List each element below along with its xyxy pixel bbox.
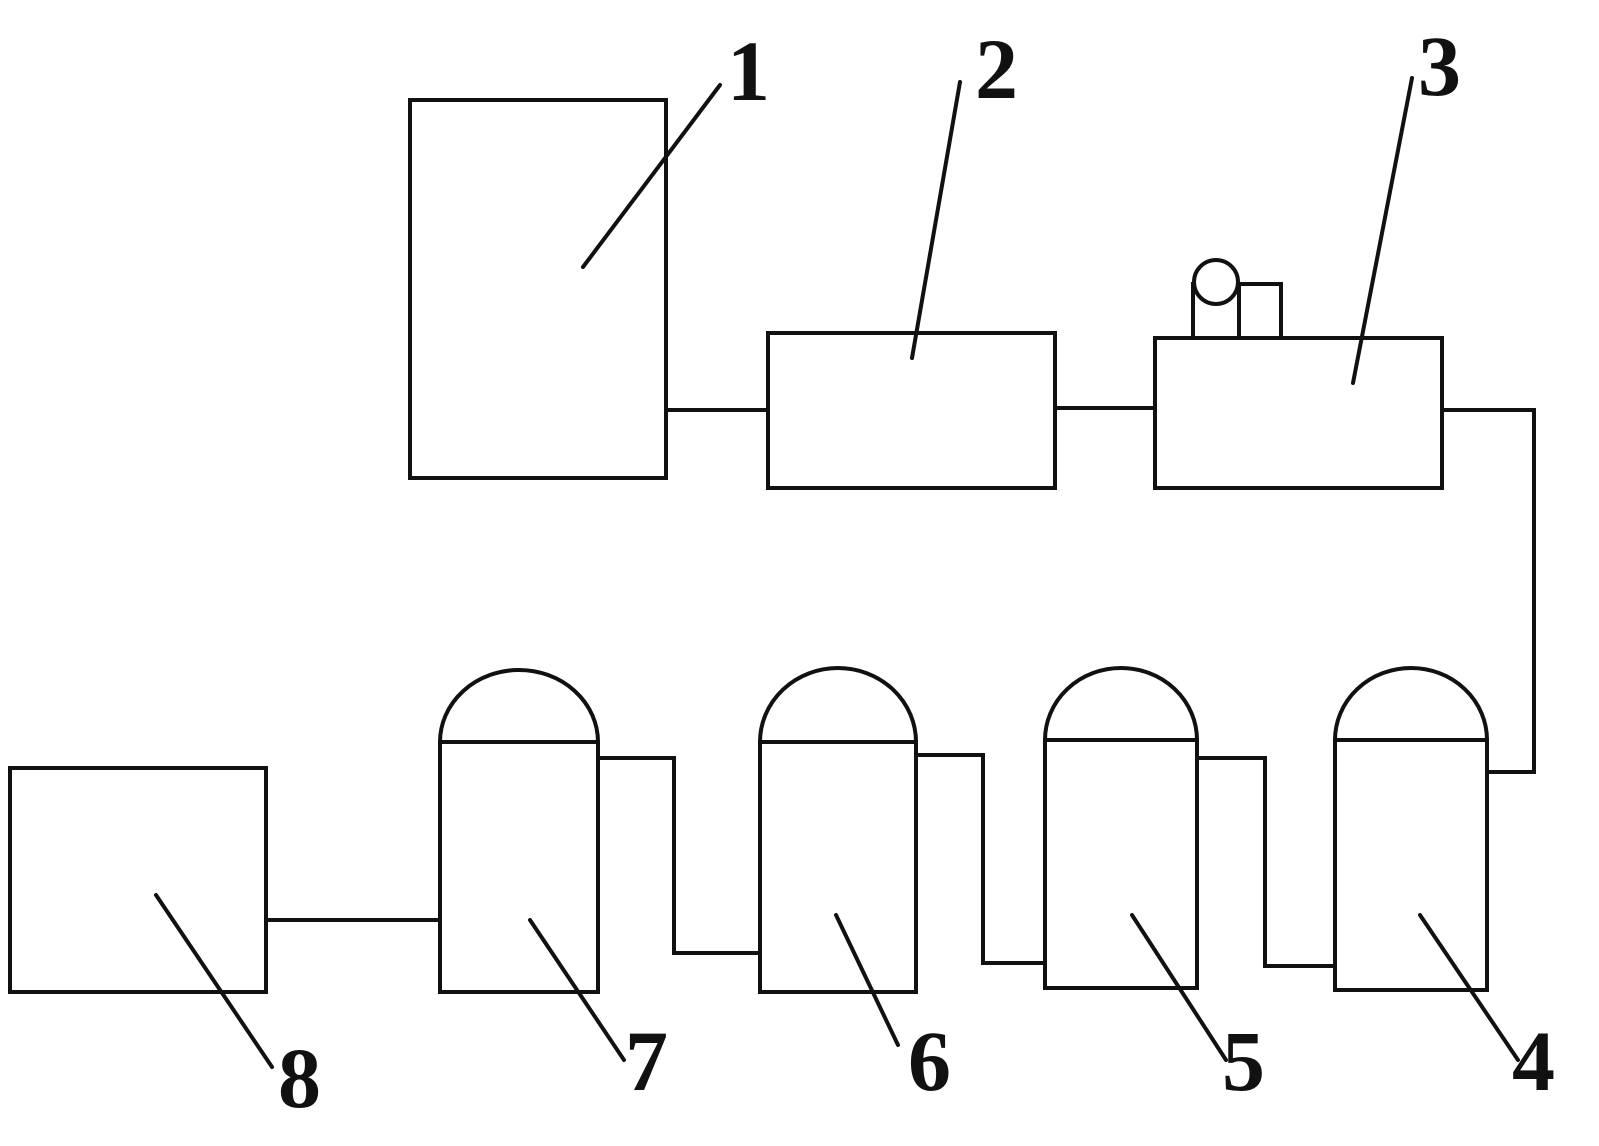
- pipe-6-7: [598, 756, 760, 955]
- tank-6: [757, 666, 919, 994]
- pipe-3-4: [1442, 408, 1536, 774]
- label-3: 3: [1418, 18, 1461, 114]
- leader-3: [1351, 76, 1414, 385]
- leader-4: [1418, 913, 1520, 1062]
- label-7: 7: [625, 1013, 668, 1109]
- unit-1-box: [408, 98, 668, 480]
- tank-5: [1042, 666, 1200, 990]
- label-8: 8: [278, 1030, 321, 1126]
- leader-2: [910, 80, 962, 360]
- motor-icon: [1191, 258, 1283, 340]
- label-2: 2: [975, 21, 1018, 117]
- label-1: 1: [727, 23, 770, 119]
- leader-1: [581, 83, 722, 269]
- unit-3-box: [1153, 336, 1444, 490]
- leader-6: [834, 913, 900, 1047]
- leader-5: [1130, 913, 1228, 1062]
- label-4: 4: [1512, 1013, 1555, 1109]
- pipe-4-5: [1197, 756, 1335, 968]
- unit-8-box: [8, 766, 268, 994]
- leader-8: [154, 893, 274, 1069]
- label-5: 5: [1222, 1013, 1265, 1109]
- pipe-5-6: [916, 753, 1045, 965]
- leader-7: [528, 918, 626, 1062]
- label-6: 6: [908, 1013, 951, 1109]
- tank-7: [437, 668, 601, 994]
- tank-4: [1332, 666, 1490, 992]
